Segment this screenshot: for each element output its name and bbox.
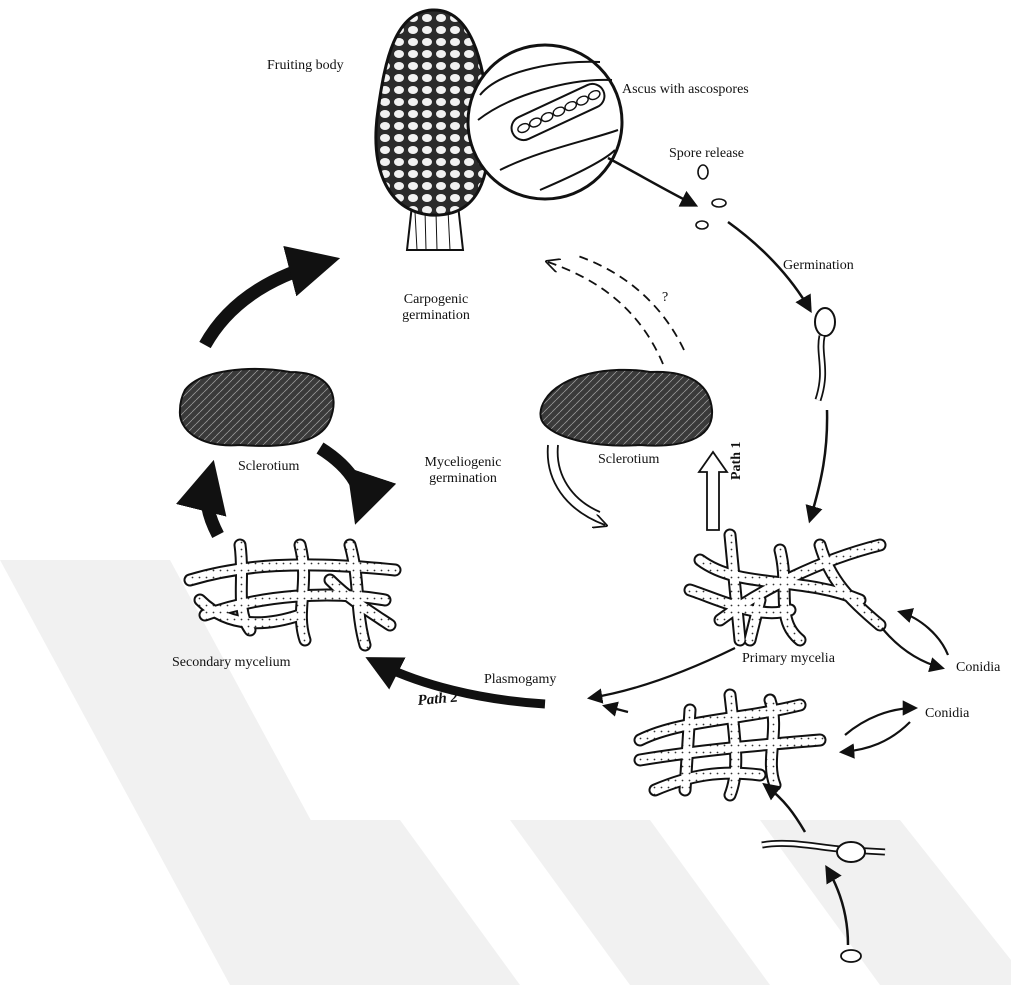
myceliogenic-germination-label: Myceliogenic germination — [408, 455, 518, 487]
myceliogenic-germination-arrows — [548, 445, 605, 525]
primary-mycelia-label: Primary mycelia — [742, 651, 835, 667]
secondary-mycelium-label: Secondary mycelium — [172, 655, 291, 671]
carpogenic-line-2: germination — [386, 308, 486, 324]
myceliogenic-line-1: Myceliogenic — [408, 455, 518, 471]
germination-label: Germination — [783, 258, 854, 274]
carpogenic-line-1: Carpogenic — [386, 292, 486, 308]
sclerotium-left-illustration — [180, 369, 334, 446]
fruiting-body-label: Fruiting body — [267, 58, 344, 74]
spore — [712, 199, 726, 207]
primary-mycelia-illustration — [690, 535, 880, 640]
watermark — [0, 560, 1011, 985]
spore-release-path — [608, 158, 810, 310]
second-primary-mycelium-illustration — [640, 695, 820, 795]
germinating-spore-illustration — [810, 308, 835, 520]
sclerotium-center-illustration — [540, 370, 712, 446]
carpogenic-germination-label: Carpogenic germination — [386, 292, 486, 324]
sclerotium-left-label: Sclerotium — [238, 459, 299, 475]
secondary-mycelium-illustration — [190, 545, 395, 645]
path-1-arrow — [699, 452, 727, 530]
plasmogamy-label: Plasmogamy — [484, 672, 556, 688]
path-1-label: Path 1 — [729, 442, 744, 481]
carpogenic-question-arrows — [548, 255, 684, 364]
ascus-with-ascospores-illustration — [468, 45, 622, 199]
conidia-lower-label: Conidia — [925, 706, 969, 722]
carpogenic-germination-arrow — [205, 262, 325, 345]
question-mark-label: ? — [662, 290, 668, 306]
myceliogenic-line-2: germination — [408, 471, 518, 487]
spore — [698, 165, 708, 179]
sclerotium-center-label: Sclerotium — [598, 452, 659, 468]
spore — [696, 221, 708, 229]
conidia-arrows — [842, 612, 948, 752]
spore-release-label: Spore release — [669, 146, 744, 162]
ascus-label: Ascus with ascospores — [622, 82, 749, 98]
path-2-label: Path 2 — [417, 689, 459, 709]
conidia-upper-label: Conidia — [956, 660, 1000, 676]
